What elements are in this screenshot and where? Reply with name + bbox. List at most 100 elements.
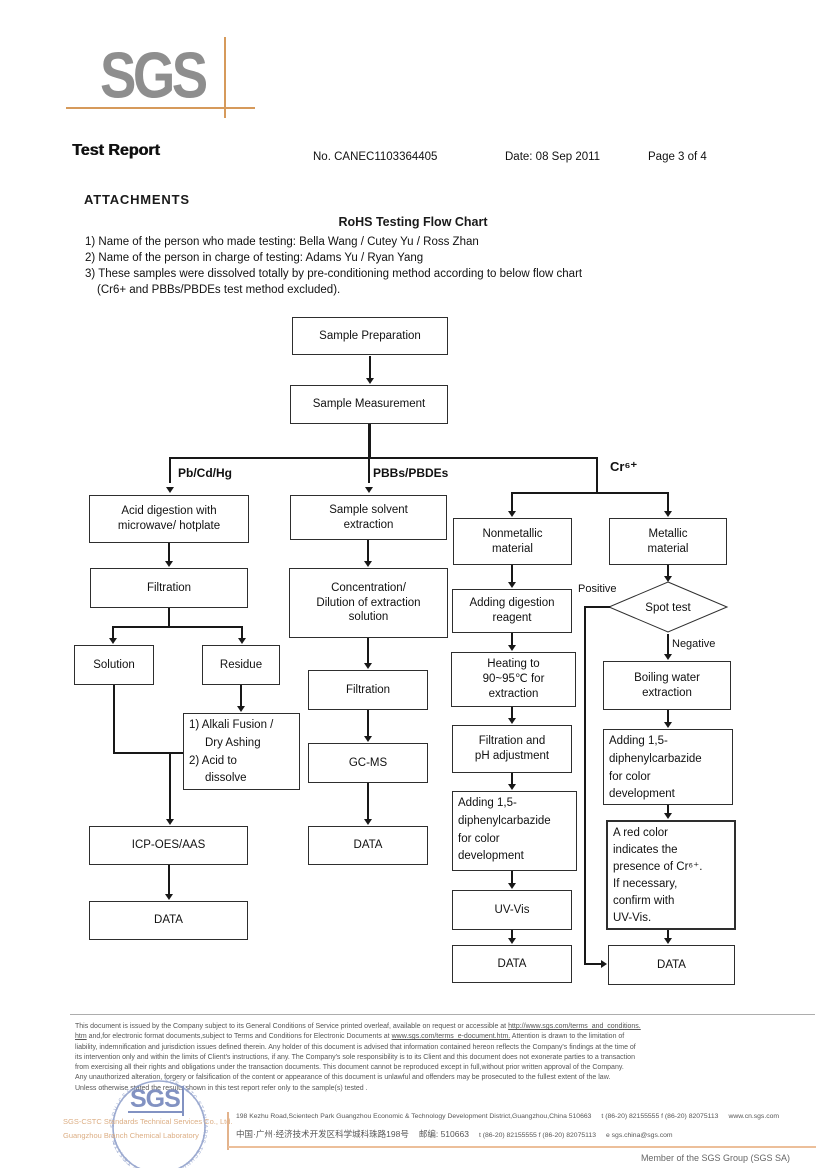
flow-box-adding-diphenylcarbazide-right: Adding 1,5- diphenylcarbazide for color …	[603, 729, 733, 805]
branch-label-cr6: Cr⁶⁺	[610, 459, 638, 474]
page-indicator: Page 3 of 4	[648, 151, 707, 163]
terms-link: http://www.sgs.com/terms_and_conditions.	[508, 1023, 641, 1030]
flow-box-sample-measurement: Sample Measurement	[290, 385, 448, 424]
flow-connector	[511, 930, 513, 940]
flow-arrow	[508, 883, 516, 889]
flow-arrow	[366, 378, 374, 384]
flow-arrow	[237, 706, 245, 712]
flow-arrow	[664, 722, 672, 728]
flow-box-adding-diphenylcarbazide-left: Adding 1,5- diphenylcarbazide for color …	[452, 791, 577, 871]
sgs-stamp-seal: SGS SGS-CSTC STANDARDS TECHNICAL SERVICE…	[110, 1078, 207, 1168]
logo-vertical-rule	[224, 37, 226, 118]
label-negative: Negative	[672, 638, 716, 650]
flow-connector	[169, 752, 171, 820]
flow-arrow	[508, 718, 516, 724]
flow-connector-positive	[584, 606, 586, 965]
flow-arrow	[364, 819, 372, 825]
flow-arrow	[364, 561, 372, 567]
flow-arrow	[364, 663, 372, 669]
disclaimer-line: its intervention only and within the lim…	[75, 1053, 635, 1061]
flow-arrow	[508, 645, 516, 651]
sgs-logo: SGS	[100, 39, 208, 113]
disclaimer-line: This document is issued by the Company s…	[75, 1023, 641, 1030]
flow-connector	[667, 634, 669, 655]
flow-arrow	[664, 511, 672, 517]
flow-arrow	[664, 576, 672, 582]
branch-label-pb-cd-hg: Pb/Cd/Hg	[178, 466, 232, 480]
flow-arrow	[166, 819, 174, 825]
flow-box-filtration-ph: Filtration and pH adjustment	[452, 725, 572, 773]
flow-box-red-color-note: A red color indicates the presence of Cr…	[606, 820, 736, 930]
label-positive: Positive	[578, 583, 617, 595]
note-2: 2) Name of the person in charge of testi…	[85, 252, 424, 264]
flow-box-nonmetallic-material: Nonmetallic material	[453, 518, 572, 565]
company-name-line1: SGS-CSTC Standards Technical Services Co…	[63, 1117, 233, 1126]
flow-arrow	[364, 736, 372, 742]
flow-connector	[511, 773, 513, 786]
flow-box-solution: Solution	[74, 645, 154, 685]
flow-connector-positive	[584, 606, 610, 608]
stamp-sgs-text: SGS	[130, 1085, 180, 1113]
flow-connector	[169, 457, 171, 483]
flow-box-residue: Residue	[202, 645, 280, 685]
flow-diamond-spot-test: Spot test	[608, 581, 729, 633]
flow-box-metallic-material: Metallic material	[609, 518, 727, 565]
flow-arrow	[664, 938, 672, 944]
footer-separator	[227, 1112, 229, 1150]
flow-connector	[168, 543, 170, 561]
flow-connector	[667, 805, 669, 815]
website-link: www.cn.sgs.com	[728, 1113, 780, 1120]
flow-connector	[240, 685, 242, 707]
flow-connector	[368, 457, 370, 483]
flow-connector	[168, 865, 170, 896]
footer-divider	[70, 1014, 815, 1015]
disclaimer-line: htm and,for electronic format documents,…	[75, 1033, 625, 1041]
flow-arrow	[166, 487, 174, 493]
note-1: 1) Name of the person who made testing: …	[85, 236, 479, 248]
flow-connector	[368, 424, 371, 458]
branch-label-pbbs-pbdes: PBBs/PBDEs	[373, 466, 449, 480]
flow-arrow	[508, 582, 516, 588]
flow-connector	[113, 752, 183, 754]
note-3-continued: (Cr6+ and PBBs/PBDEs test method exclude…	[97, 284, 341, 296]
flow-chart-title: RoHS Testing Flow Chart	[338, 215, 488, 229]
company-name-line2: Guangzhou Branch Chemical Laboratory	[63, 1131, 199, 1140]
attachments-heading: ATTACHMENTS	[84, 192, 190, 207]
flow-connector	[367, 540, 369, 561]
flow-connector	[596, 457, 598, 493]
flow-connector	[511, 492, 513, 511]
flow-arrow	[664, 813, 672, 819]
flow-connector	[112, 626, 114, 639]
flow-connector	[667, 930, 669, 940]
flow-connector-positive	[584, 963, 602, 965]
flow-box-filtration-middle: Filtration	[308, 670, 428, 710]
flow-arrow	[165, 561, 173, 567]
flow-arrow-right	[601, 960, 607, 968]
flow-box-filtration-left: Filtration	[90, 568, 248, 608]
flow-box-data-metallic: DATA	[608, 945, 735, 985]
flow-arrow	[508, 784, 516, 790]
flow-connector	[511, 633, 513, 647]
disclaimer-line: liability, indemnification and jurisdict…	[75, 1043, 636, 1051]
flow-connector	[667, 492, 669, 511]
flow-box-alkali-fusion: 1) Alkali Fusion / Dry Ashing 2) Acid to…	[183, 713, 300, 790]
disclaimer-line: Any unauthorized alteration, forgery or …	[75, 1074, 611, 1082]
flow-arrow	[365, 487, 373, 493]
flow-box-heating: Heating to 90~95℃ for extraction	[451, 652, 576, 707]
report-number: No. CANEC1103364405	[313, 151, 438, 163]
flow-box-uv-vis: UV-Vis	[452, 890, 572, 930]
report-date: Date: 08 Sep 2011	[505, 151, 601, 163]
flow-arrow	[109, 638, 117, 644]
flow-box-sample-preparation: Sample Preparation	[292, 317, 448, 355]
flow-connector	[112, 626, 243, 628]
note-3: 3) These samples were dissolved totally …	[85, 268, 583, 280]
email-link: e sgs.china@sgs.com	[605, 1132, 673, 1139]
address-line-en: 198 Kezhu Road,Scientech Park Guangzhou …	[236, 1113, 780, 1120]
logo-horizontal-rule	[66, 107, 255, 109]
flow-box-acid-digestion: Acid digestion with microwave/ hotplate	[89, 495, 249, 543]
flow-connector	[511, 871, 513, 885]
e-document-link: www.sgs.com/terms_e-document.htm.	[391, 1033, 511, 1041]
report-title: Test Report	[72, 142, 160, 159]
flow-arrow	[664, 654, 672, 660]
